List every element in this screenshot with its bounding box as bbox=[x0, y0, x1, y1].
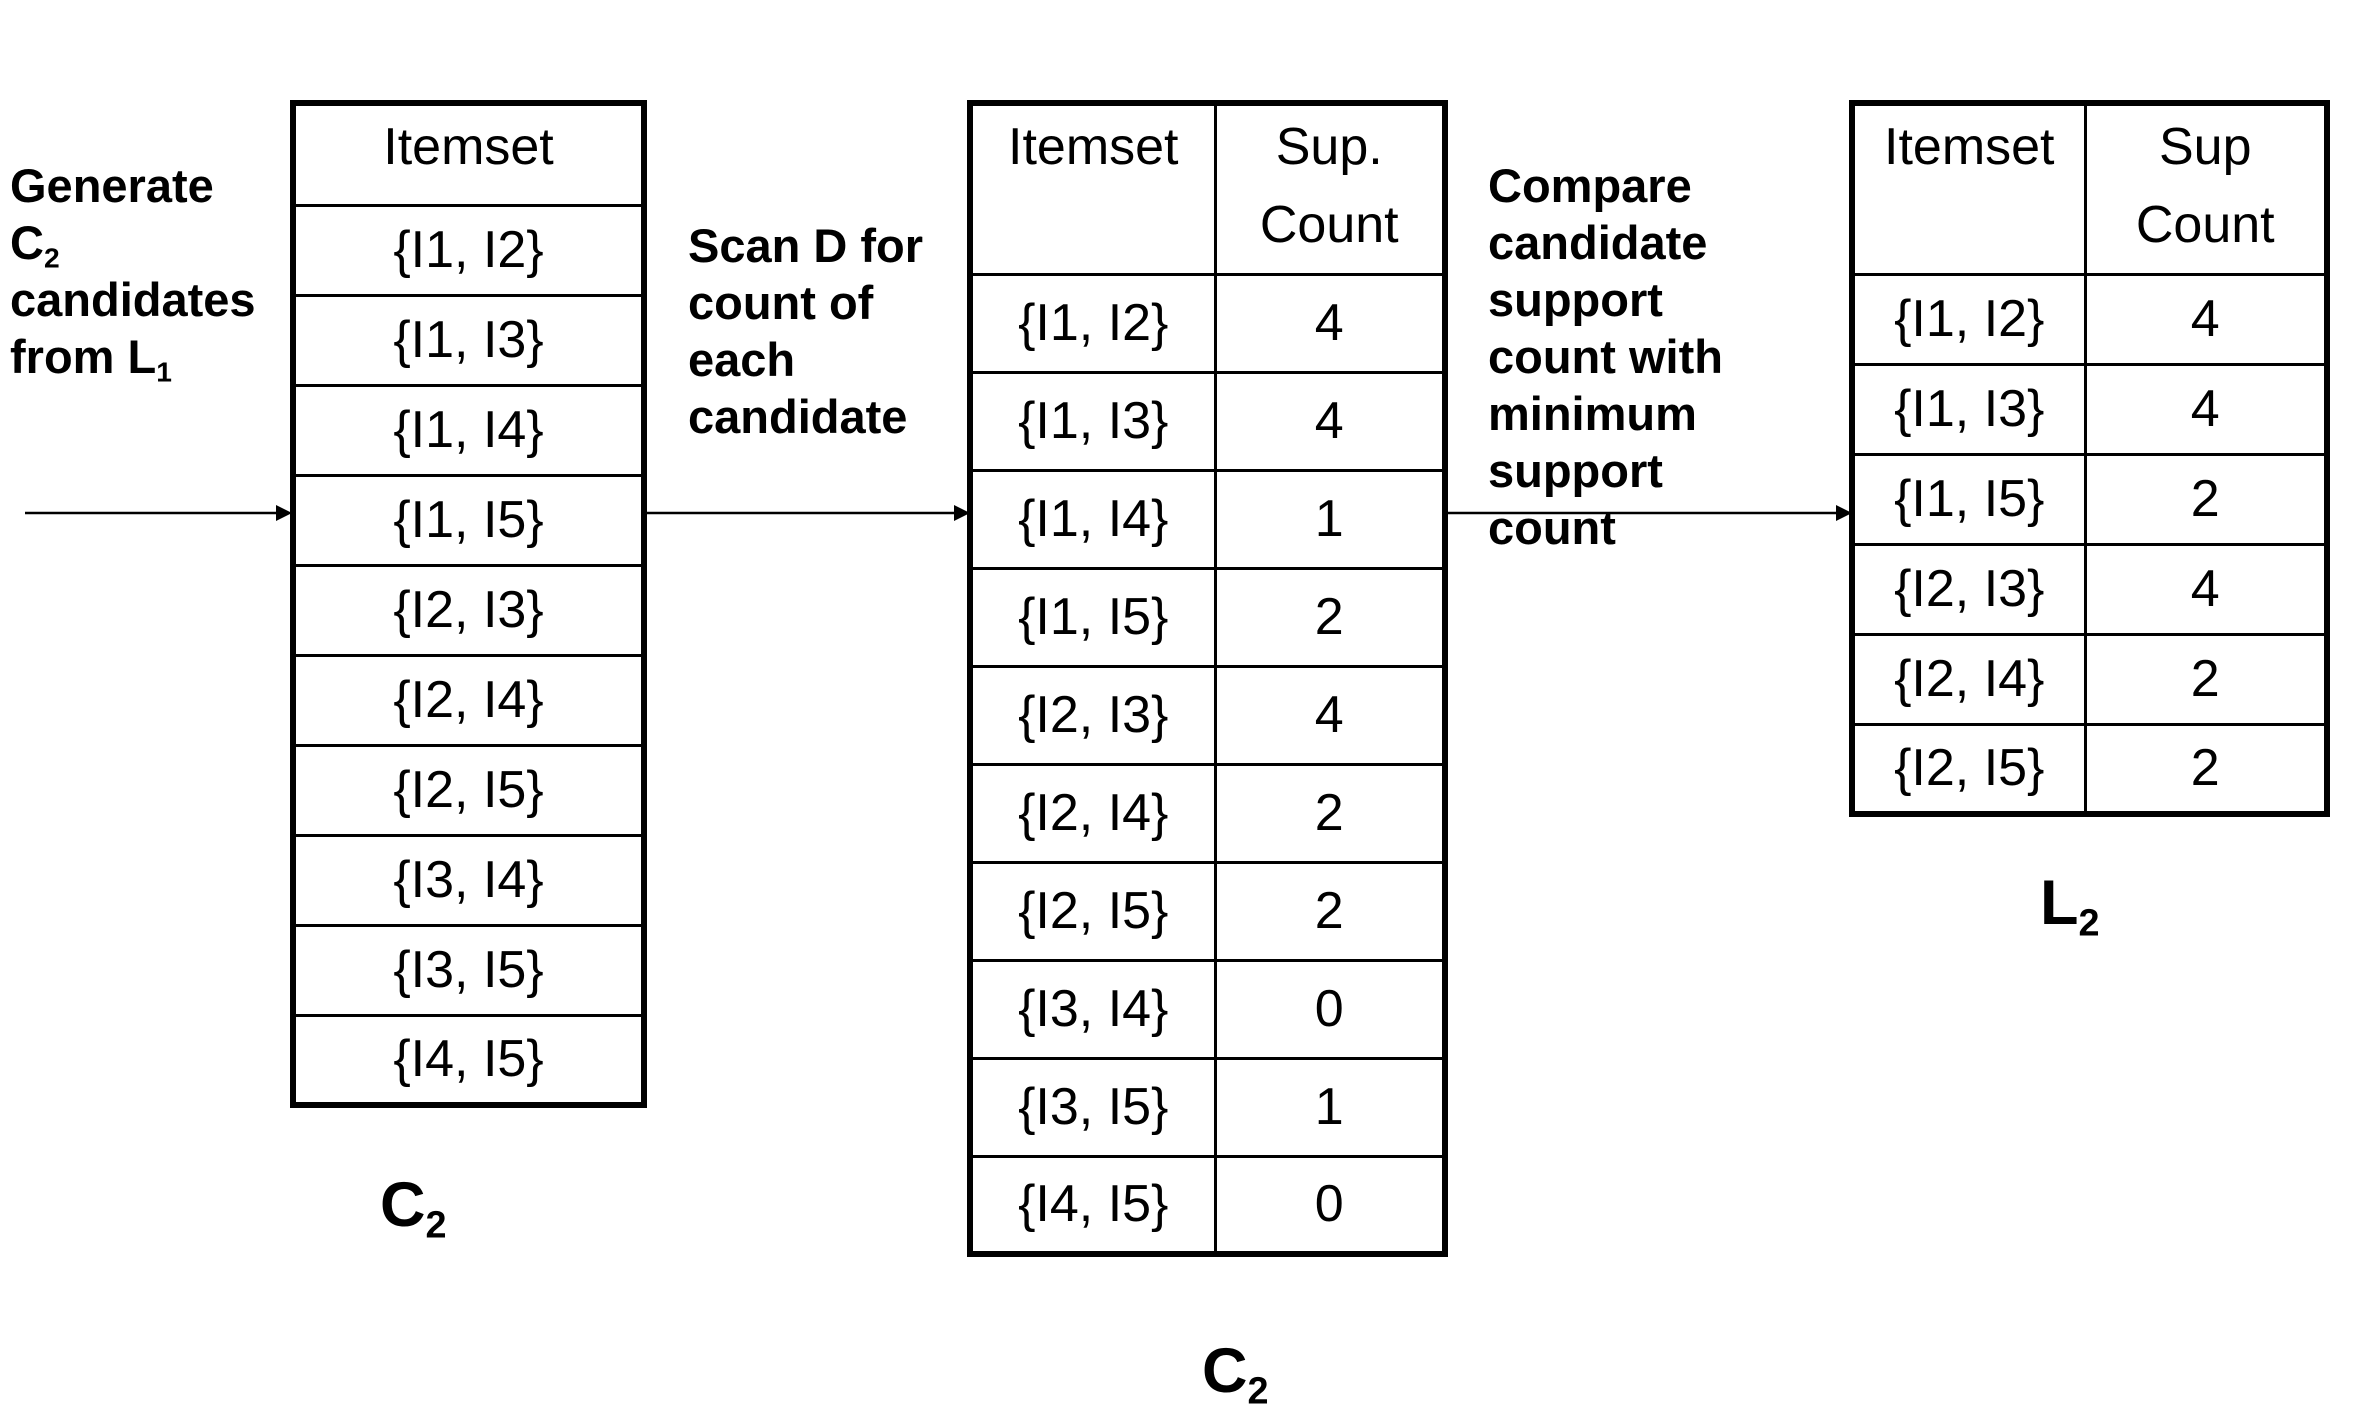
itemset-cell: {I4, I5} bbox=[968, 1154, 1217, 1256]
table-row: {I1, I2} bbox=[291, 203, 646, 297]
table-row: {I1, I3}4 bbox=[968, 370, 1447, 472]
c2-counts-caption: C2 bbox=[1202, 1336, 1269, 1413]
table-row: {I1, I5} bbox=[291, 473, 646, 567]
itemset-cell: {I2, I4} bbox=[291, 653, 646, 747]
arrow-into-c2-counts bbox=[644, 505, 970, 521]
table-row: {I2, I5}2 bbox=[1850, 722, 2329, 816]
table-row: {I2, I4}2 bbox=[968, 762, 1447, 864]
itemset-cell: {I2, I3} bbox=[1850, 542, 2087, 636]
table-row: {I1, I4} bbox=[291, 383, 646, 477]
itemset-cell: {I3, I5} bbox=[968, 1056, 1217, 1158]
support-count-cell: 1 bbox=[1213, 1056, 1447, 1158]
itemset-cell: {I1, I2} bbox=[968, 272, 1217, 374]
support-count-cell: 4 bbox=[2083, 542, 2329, 636]
itemset-cell: {I1, I2} bbox=[1850, 272, 2087, 366]
support-count-cell: 4 bbox=[1213, 272, 1447, 374]
table-row: {I1, I2}4 bbox=[968, 272, 1447, 374]
l2-support-header: Sup Count bbox=[2083, 101, 2329, 276]
support-count-cell: 2 bbox=[2083, 452, 2329, 546]
l2-itemset-header: Itemset bbox=[1850, 101, 2087, 276]
generate-step-label: Generate C2 candidates from L1 bbox=[10, 159, 256, 388]
itemset-cell: {I2, I3} bbox=[968, 664, 1217, 766]
itemset-cell: {I1, I5} bbox=[291, 473, 646, 567]
table-row: {I2, I5}2 bbox=[968, 860, 1447, 962]
table-row: {I1, I3} bbox=[291, 293, 646, 387]
table-row: {I3, I4}0 bbox=[968, 958, 1447, 1060]
itemset-cell: {I1, I4} bbox=[291, 383, 646, 477]
table-row: {I3, I5} bbox=[291, 923, 646, 1017]
scan-step-label: Scan D for count of each candidate bbox=[688, 219, 924, 443]
c2-support-count-table: Itemset Sup. Count {I1, I2}4{I1, I3}4{I1… bbox=[967, 100, 1448, 1257]
table-row: {I4, I5}0 bbox=[968, 1154, 1447, 1256]
itemset-cell: {I1, I5} bbox=[1850, 452, 2087, 546]
compare-step-label: Compare candidate support count with min… bbox=[1488, 159, 1723, 554]
support-count-cell: 4 bbox=[1213, 370, 1447, 472]
table-row: {I1, I3}4 bbox=[1850, 362, 2329, 456]
itemset-cell: {I1, I3} bbox=[968, 370, 1217, 472]
table-row: {I2, I5} bbox=[291, 743, 646, 837]
arrow-into-l2 bbox=[1446, 505, 1852, 521]
table-row: {I3, I5}1 bbox=[968, 1056, 1447, 1158]
support-count-cell: 2 bbox=[2083, 722, 2329, 816]
support-count-cell: 0 bbox=[1213, 958, 1447, 1060]
support-count-cell: 2 bbox=[1213, 860, 1447, 962]
c2-counts-itemset-header: Itemset bbox=[968, 101, 1217, 276]
support-count-cell: 4 bbox=[2083, 362, 2329, 456]
itemset-cell: {I3, I4} bbox=[968, 958, 1217, 1060]
c2-counts-support-header: Sup. Count bbox=[1213, 101, 1447, 276]
table-row: {I2, I3}4 bbox=[968, 664, 1447, 766]
table-row: {I1, I4}1 bbox=[968, 468, 1447, 570]
itemset-cell: {I2, I5} bbox=[968, 860, 1217, 962]
itemset-cell: {I3, I4} bbox=[291, 833, 646, 927]
support-count-cell: 1 bbox=[1213, 468, 1447, 570]
c2-caption: C2 bbox=[380, 1170, 447, 1247]
itemset-cell: {I4, I5} bbox=[291, 1013, 646, 1107]
itemset-cell: {I2, I5} bbox=[1850, 722, 2087, 816]
table-row: {I2, I4}2 bbox=[1850, 632, 2329, 726]
support-count-cell: 2 bbox=[1213, 566, 1447, 668]
table-row: {I4, I5} bbox=[291, 1013, 646, 1107]
support-count-cell: 2 bbox=[2083, 632, 2329, 726]
support-count-cell: 2 bbox=[1213, 762, 1447, 864]
support-count-cell: 4 bbox=[2083, 272, 2329, 366]
itemset-cell: {I2, I5} bbox=[291, 743, 646, 837]
support-count-cell: 4 bbox=[1213, 664, 1447, 766]
itemset-cell: {I1, I4} bbox=[968, 468, 1217, 570]
itemset-cell: {I1, I3} bbox=[291, 293, 646, 387]
table-row: {I2, I3}4 bbox=[1850, 542, 2329, 636]
itemset-cell: {I2, I3} bbox=[291, 563, 646, 657]
c2-itemset-header: Itemset bbox=[291, 101, 646, 207]
table-row: {I1, I5}2 bbox=[1850, 452, 2329, 546]
table-row: {I2, I3} bbox=[291, 563, 646, 657]
table-row: {I1, I2}4 bbox=[1850, 272, 2329, 366]
table-row: {I1, I5}2 bbox=[968, 566, 1447, 668]
c2-candidate-table: Itemset {I1, I2}{I1, I3}{I1, I4}{I1, I5}… bbox=[290, 100, 647, 1108]
itemset-cell: {I3, I5} bbox=[291, 923, 646, 1017]
itemset-cell: {I2, I4} bbox=[968, 762, 1217, 864]
l2-caption: L2 bbox=[2040, 868, 2100, 945]
support-count-cell: 0 bbox=[1213, 1154, 1447, 1256]
itemset-cell: {I1, I5} bbox=[968, 566, 1217, 668]
table-row: {I2, I4} bbox=[291, 653, 646, 747]
itemset-cell: {I2, I4} bbox=[1850, 632, 2087, 726]
l2-frequent-itemset-table: Itemset Sup Count {I1, I2}4{I1, I3}4{I1,… bbox=[1849, 100, 2330, 817]
arrow-into-c2 bbox=[25, 505, 292, 521]
itemset-cell: {I1, I2} bbox=[291, 203, 646, 297]
table-row: {I3, I4} bbox=[291, 833, 646, 927]
itemset-cell: {I1, I3} bbox=[1850, 362, 2087, 456]
